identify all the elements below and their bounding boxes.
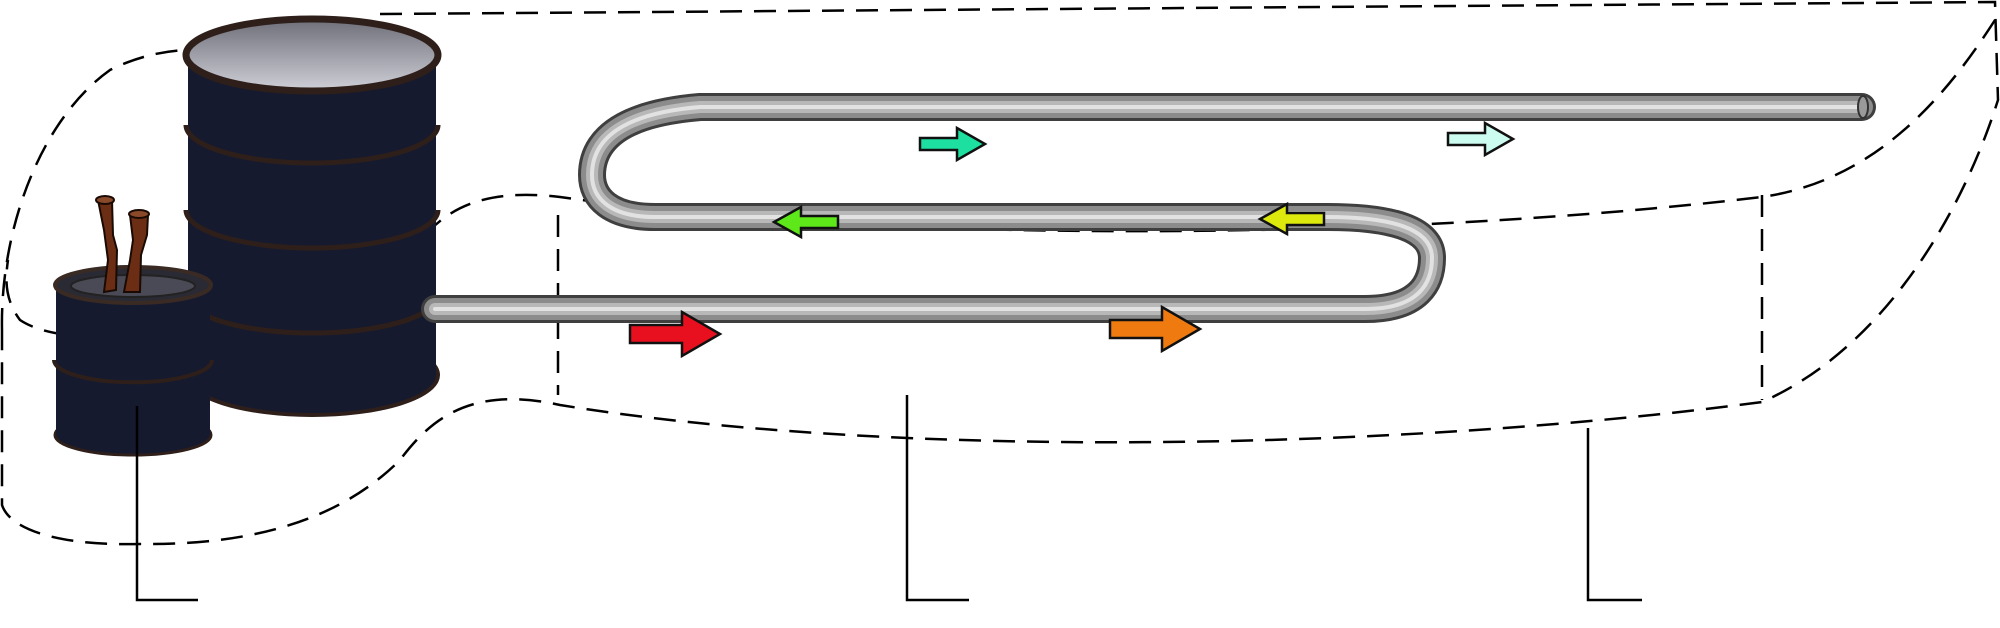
large-barrel	[182, 15, 442, 417]
flow-arrows	[628, 120, 1516, 359]
arrow-right-teal-icon	[918, 125, 988, 163]
leader-line-condenser	[1586, 428, 1642, 602]
barrel-top	[182, 15, 442, 95]
arrow-right-red-icon	[628, 309, 723, 359]
arrow-right-orange-icon	[1108, 304, 1203, 354]
small-barrel	[52, 265, 214, 457]
arrow-left-yellow-icon	[1257, 201, 1326, 237]
outer-dashed-boundary	[0, 0, 2000, 546]
leader-line-pipe	[905, 395, 969, 602]
firewood-icon	[95, 195, 150, 294]
coil-pipe	[435, 96, 1868, 309]
arrow-right-cyan-icon	[1446, 120, 1516, 158]
leader-line-heater	[135, 406, 198, 602]
leader-lines	[135, 395, 1642, 602]
arrow-left-green-icon	[771, 204, 840, 240]
